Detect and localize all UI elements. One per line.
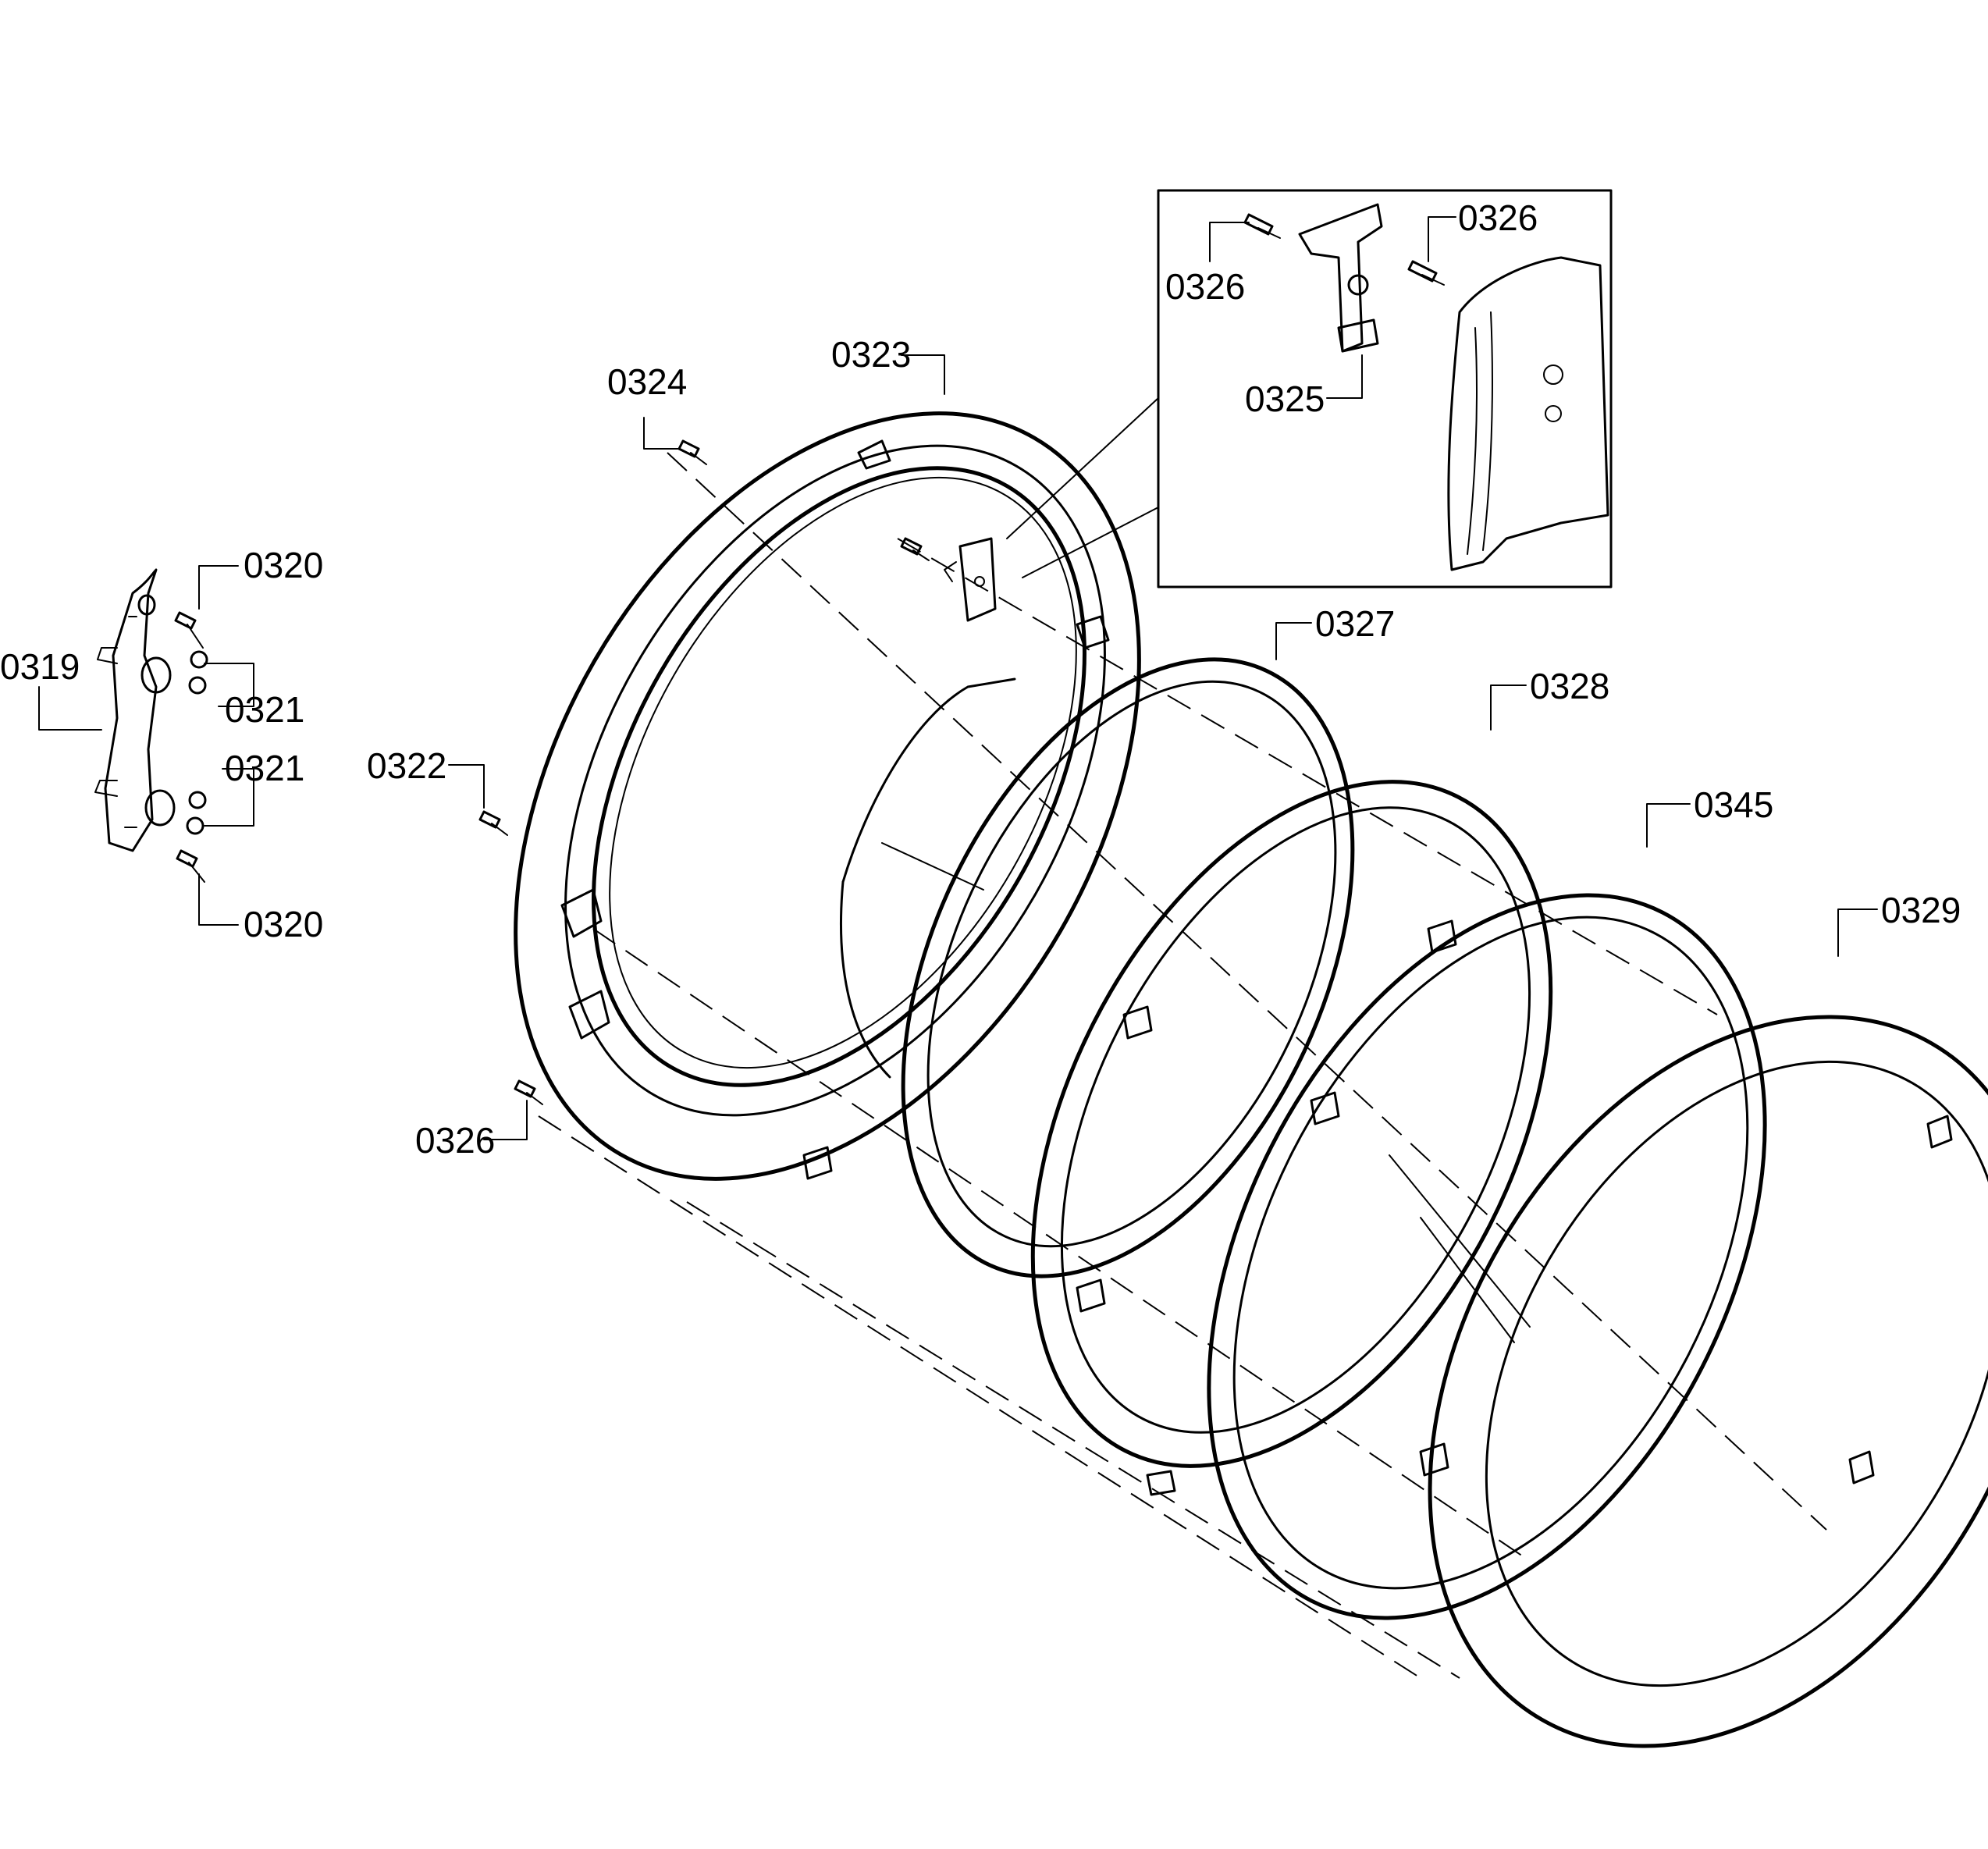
label-0325: 0325: [1245, 379, 1325, 419]
label-0329: 0329: [1881, 890, 1961, 930]
label-0345: 0345: [1694, 784, 1773, 825]
latch-bracket: [944, 537, 997, 622]
door-frame-0323: [514, 411, 1141, 1181]
label-0321-top: 0321: [225, 689, 304, 730]
frame-screws: [478, 439, 930, 1105]
hinge-bracket-0319: [94, 568, 176, 852]
part-labels: 0319 0320 0321 0321 0320 0322 0324 0323 …: [0, 197, 1961, 1161]
assembly-axis-lines: [538, 452, 1827, 1679]
door-glass-0345: [1207, 893, 1767, 1620]
label-0326-left: 0326: [415, 1120, 495, 1161]
label-0327: 0327: [1315, 603, 1395, 644]
label-0322: 0322: [367, 745, 446, 786]
label-0320-top: 0320: [244, 545, 323, 585]
label-0326-inset-left: 0326: [1165, 266, 1245, 307]
label-0326-inset-right: 0326: [1458, 197, 1538, 238]
label-0324: 0324: [607, 361, 687, 402]
label-0323: 0323: [831, 334, 911, 375]
outer-ring-0329: [1428, 1015, 1988, 1748]
label-0328: 0328: [1530, 666, 1609, 706]
inner-glass-0327: [840, 657, 1355, 1278]
inner-ring-0328: [1030, 780, 1553, 1496]
leader-lines: [38, 216, 1878, 1140]
label-0321-bottom: 0321: [225, 748, 304, 788]
hinge-screws: [174, 611, 208, 883]
label-0320-bottom: 0320: [244, 904, 323, 944]
detail-inset: [1006, 189, 1613, 588]
label-0319: 0319: [0, 646, 80, 687]
